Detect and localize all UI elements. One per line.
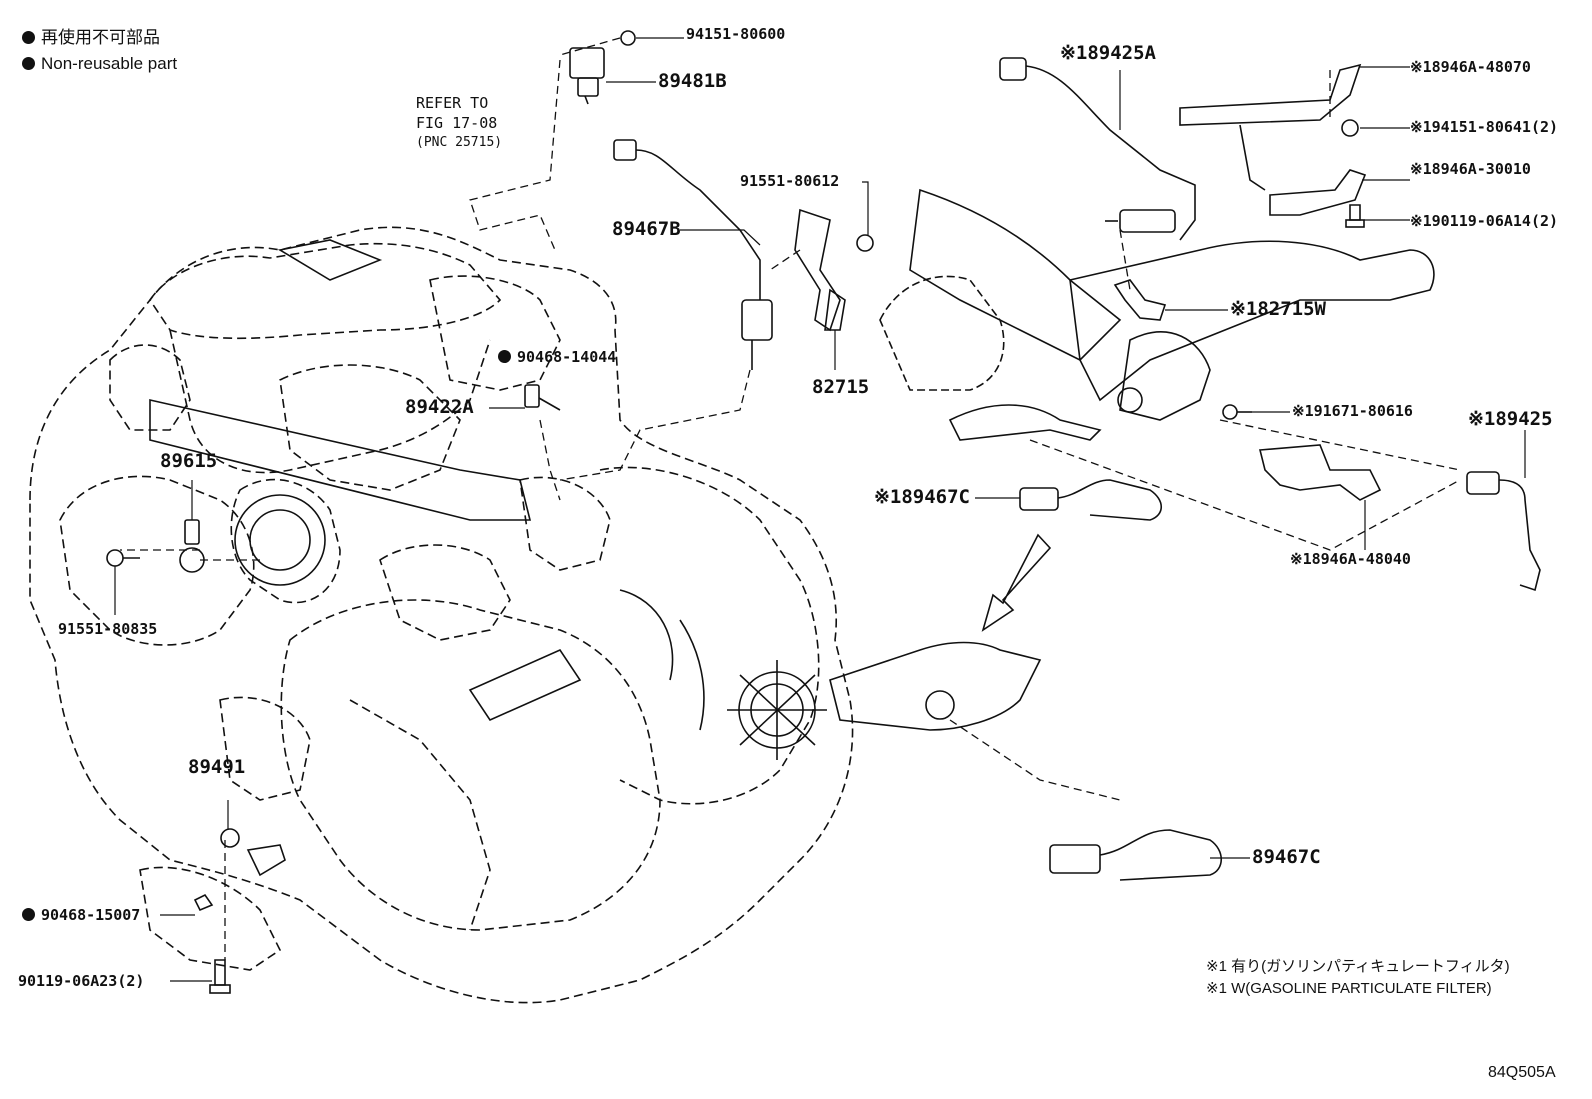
- non-reusable-dot-icon: [22, 31, 35, 44]
- legend-line-2: Non-reusable part: [22, 54, 177, 74]
- label-82715W[interactable]: ※182715W: [1230, 298, 1326, 320]
- label-90468-15007[interactable]: 90468-15007: [22, 906, 140, 924]
- part-8946A-48070-bracket: [1179, 63, 1362, 191]
- label-82715[interactable]: 82715: [812, 376, 870, 398]
- part-89467C-upper-sensor: [1019, 479, 1163, 521]
- label-89425A[interactable]: ※189425A: [1060, 42, 1156, 64]
- label-90468-14044-text: 90468-14044: [517, 348, 617, 366]
- label-91671-80616[interactable]: ※191671-80616: [1292, 402, 1413, 420]
- legend-japanese-text: 再使用不可部品: [41, 28, 160, 47]
- label-89491[interactable]: 89491: [188, 756, 246, 778]
- part-8946A-48040-bracket: [1258, 444, 1382, 501]
- part-82715W-clip: [1113, 279, 1167, 321]
- label-89422A[interactable]: 89422A: [405, 396, 474, 418]
- part-91551-80612-bracket: [794, 208, 841, 332]
- non-reusable-dot-icon: [22, 908, 35, 921]
- label-89467C-upper[interactable]: ※189467C: [874, 486, 970, 508]
- label-8946A-30010[interactable]: ※18946A-30010: [1410, 160, 1531, 178]
- label-90468-15007-text: 90468-15007: [41, 906, 141, 924]
- part-91551-80835-bolt: [106, 549, 140, 567]
- label-89467B[interactable]: 89467B: [612, 218, 681, 240]
- part-89615-sensor: [179, 519, 205, 573]
- part-94151-80641-nut: [1341, 119, 1359, 137]
- exhaust-assembly: [879, 188, 1435, 441]
- label-91551-80835[interactable]: 91551-80835: [58, 620, 158, 638]
- figure-code: 84Q505A: [1488, 1064, 1556, 1081]
- part-89425-sensor: [1466, 471, 1541, 592]
- label-90468-14044[interactable]: 90468-14044: [498, 348, 616, 366]
- part-89467B-sensor: [613, 139, 773, 370]
- leader-lines: [120, 37, 1461, 960]
- label-94151-80600[interactable]: 94151-80600: [686, 25, 786, 43]
- part-89422A-sensor: [524, 384, 561, 411]
- label-90119-06A23[interactable]: 90119-06A23(2): [18, 972, 145, 990]
- part-90468-15007-clip: [193, 893, 214, 912]
- part-94151-80600-nut: [620, 30, 636, 46]
- legend-english-text: Non-reusable part: [41, 54, 178, 73]
- label-91551-80612[interactable]: 91551-80612: [740, 172, 840, 190]
- refer-line-3: (PNC 25715): [416, 135, 503, 150]
- refer-line-2: FIG 17-08: [416, 114, 498, 132]
- refer-line-1: REFER TO: [416, 94, 489, 112]
- direction-arrow: [981, 533, 1052, 632]
- engine-assembly: [29, 226, 854, 1004]
- part-82715-clip: [824, 288, 846, 331]
- part-89491-sensor: [220, 828, 286, 877]
- label-94151-80641[interactable]: ※194151-80641(2): [1410, 118, 1559, 136]
- footnote-english: ※1 W(GASOLINE PARTICULATE FILTER): [1206, 980, 1492, 997]
- label-90119-06A14[interactable]: ※190119-06A14(2): [1410, 212, 1559, 230]
- label-8946A-48040[interactable]: ※18946A-48040: [1290, 550, 1411, 568]
- non-reusable-dot-icon: [22, 57, 35, 70]
- part-89425A-sensor: [999, 57, 1196, 241]
- legend-line-1: 再使用不可部品: [22, 28, 160, 48]
- label-89481B[interactable]: 89481B: [658, 70, 727, 92]
- label-89615[interactable]: 89615: [160, 450, 218, 472]
- label-89425[interactable]: ※189425: [1468, 408, 1553, 430]
- part-91551-80612-bolt: [856, 234, 874, 252]
- non-reusable-dot-icon: [498, 350, 511, 363]
- part-91671-80616-bolt: [1222, 404, 1252, 420]
- label-89467C-lower[interactable]: 89467C: [1252, 846, 1321, 868]
- part-90119-06A23-bolt: [209, 959, 231, 994]
- engine-detail: [149, 239, 1042, 760]
- part-89481B-sensor: [569, 47, 605, 105]
- label-leaders: [114, 37, 1526, 982]
- part-90119-06A14-bolt: [1345, 204, 1365, 228]
- part-8946A-30010-bracket: [1269, 169, 1367, 216]
- footnote-japanese: ※1 有り(ガソリンパティキュレートフィルタ): [1206, 958, 1510, 975]
- label-8946A-48070[interactable]: ※18946A-48070: [1410, 58, 1531, 76]
- part-89467C-lower-sensor: [1049, 829, 1223, 881]
